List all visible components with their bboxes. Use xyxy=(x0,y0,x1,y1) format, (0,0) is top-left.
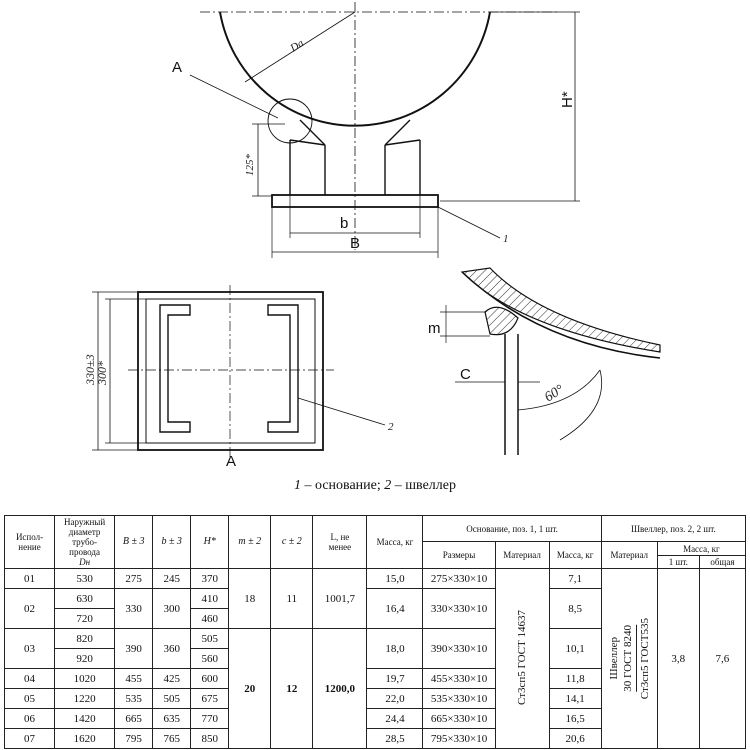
diameter-leader xyxy=(244,11,356,83)
table-row: 01 530 275 245 370 18 11 1001,7 15,0 275… xyxy=(3,568,747,749)
label-Da: Da xyxy=(287,37,306,55)
th-ispolnenie: Испол-нение xyxy=(3,515,56,569)
base-plate xyxy=(271,194,439,208)
leader-2 xyxy=(297,397,386,426)
th-material: Материал xyxy=(494,541,550,569)
leader-1 xyxy=(437,206,501,239)
label-B: B xyxy=(350,235,360,252)
plate-inner xyxy=(145,298,316,444)
table-row: 07 1620 795 765 850 28,5 795×330×10 20,6 xyxy=(3,728,746,749)
label-H: H* xyxy=(559,91,576,108)
th-razmery: Размеры xyxy=(422,541,496,569)
detail-leader xyxy=(189,74,279,119)
th-osnovanie: Основание, поз. 1, 1 шт. xyxy=(422,515,602,542)
label-C: C xyxy=(460,366,471,383)
weld-bead xyxy=(484,306,519,336)
detail-circle xyxy=(267,98,313,144)
th-mass: Масса, кг xyxy=(366,515,424,569)
right-support xyxy=(384,119,421,195)
plate-outline xyxy=(137,291,324,451)
th-diameter-l3: трубо- xyxy=(72,537,98,547)
th-shveller: Швеллер, поз. 2, 2 шт. xyxy=(600,515,747,542)
spec-table: Испол-нение Наружный диаметр трубо- пров… xyxy=(3,515,747,749)
label-125: 125* xyxy=(244,154,256,177)
th-c: c ± 2 xyxy=(270,515,314,569)
front-view xyxy=(189,2,580,258)
th-total: общая xyxy=(698,555,747,569)
legend-text-2: – швеллер xyxy=(391,478,456,493)
th-H: H* xyxy=(190,515,230,569)
th-diameter: Наружный диаметр трубо- провода Dн xyxy=(54,515,116,569)
th-mass-osn: Масса, кг xyxy=(548,541,602,569)
label-2: 2 xyxy=(388,421,394,433)
th-material-shv: Материал xyxy=(600,541,658,569)
th-diameter-l4: провода xyxy=(69,547,100,557)
th-L-l2: менее xyxy=(328,542,352,552)
table-row: 03 820 390 360 505 20 12 1200,0 18,0 390… xyxy=(3,628,746,749)
material-osnovanie: Ст3сп5 ГОСТ 14637 xyxy=(494,568,550,749)
th-m: m ± 2 xyxy=(228,515,272,569)
top-view xyxy=(92,285,386,458)
th-diameter-l1: Наружный xyxy=(64,517,106,527)
label-A-top: A xyxy=(172,59,182,76)
th-L: L, не менее xyxy=(312,515,368,569)
label-m: m xyxy=(428,320,441,337)
label-300: 300* xyxy=(95,361,109,386)
angle-arc xyxy=(517,369,601,411)
pipe-outline xyxy=(219,11,491,127)
left-support xyxy=(289,119,326,195)
weld-detail xyxy=(440,267,661,455)
legend-number-1: 1 xyxy=(293,478,301,493)
th-B: B ± 3 xyxy=(114,515,154,569)
th-b: b ± 3 xyxy=(152,515,192,569)
th-one-pc: 1 шт. xyxy=(656,555,700,569)
th-diameter-l5: Dн xyxy=(79,557,91,567)
drawing-legend: 1 – основание; 2 – швеллер xyxy=(0,478,750,494)
table-row: 04 1020 455 425 600 19,7 455×330×10 11,8 xyxy=(3,668,746,689)
label-A-view: A xyxy=(226,453,236,470)
legend-number-2: 2 xyxy=(384,478,392,493)
th-mass-shv: Масса, кг xyxy=(656,541,747,556)
left-channel xyxy=(159,304,191,433)
label-1: 1 xyxy=(503,233,509,245)
label-330: 330±3 xyxy=(83,354,97,386)
th-L-l1: L, не xyxy=(330,532,350,542)
legend-text-1: – основание; xyxy=(300,478,385,493)
technical-drawing: A Da H* 125* b B 1 330±3 300* 2 A xyxy=(83,2,661,470)
pipe-wall-section xyxy=(460,267,661,353)
label-60: 60° xyxy=(542,382,567,405)
th-diameter-l2: диаметр xyxy=(68,527,101,537)
table-row: 05 1220 535 505 675 22,0 535×330×10 14,1 xyxy=(3,688,746,709)
label-b: b xyxy=(340,215,348,232)
right-channel xyxy=(267,304,299,433)
material-shveller: Швеллер 30 ГОСТ 8240 Ст3сп5 ГОСТ535 xyxy=(600,568,658,749)
